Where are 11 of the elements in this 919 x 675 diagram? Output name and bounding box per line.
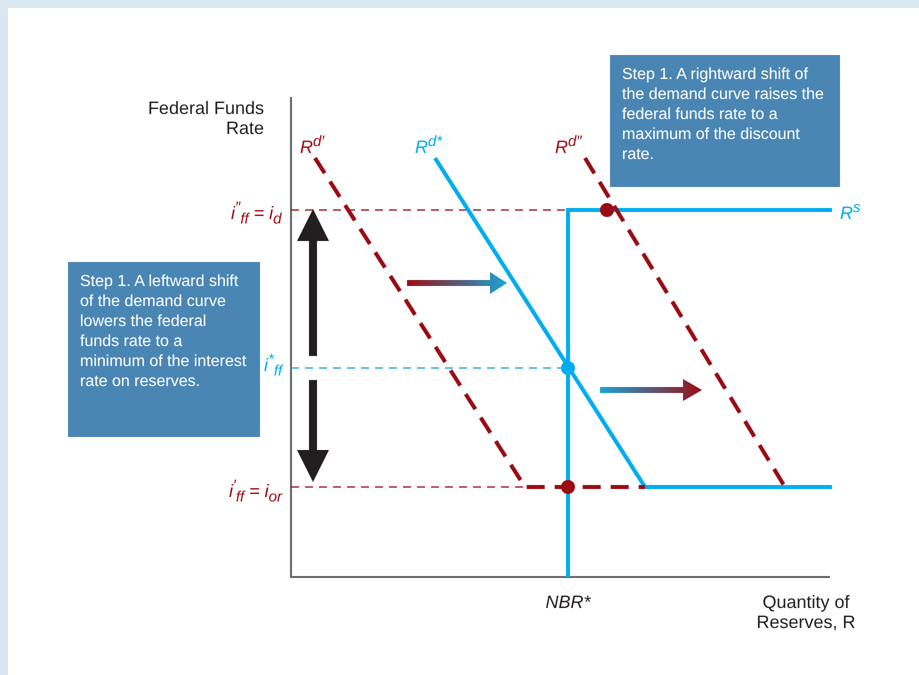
axis-label: Quantity of Reserves, R (755, 592, 857, 632)
curve-label: R$^{d*}$ (415, 132, 442, 157)
rate-label: i$^{′}$$_{ff}$ = i$_{or}$ (229, 476, 282, 508)
curve-label: R$^{d″}$ (555, 132, 582, 157)
curve-label: R$^{d′}$ (300, 132, 324, 157)
callout-box: Step 1. A leftward shift of the demand curve lowers the federal funds rate to a minimum of the interest rate on reserves. (68, 262, 260, 437)
axis-label: Federal Funds Rate (146, 98, 264, 138)
axis-tick-label: NBR* (546, 592, 591, 612)
curve-label: R$^{s}$ (840, 198, 860, 223)
rate-label: i$^{″}$$_{ff}$ = i$_{d}$ (231, 198, 282, 230)
callout-box: Step 1. A rightward shift of the demand curve raises the federal funds rate to a maximum of the discount rate. (610, 55, 840, 187)
